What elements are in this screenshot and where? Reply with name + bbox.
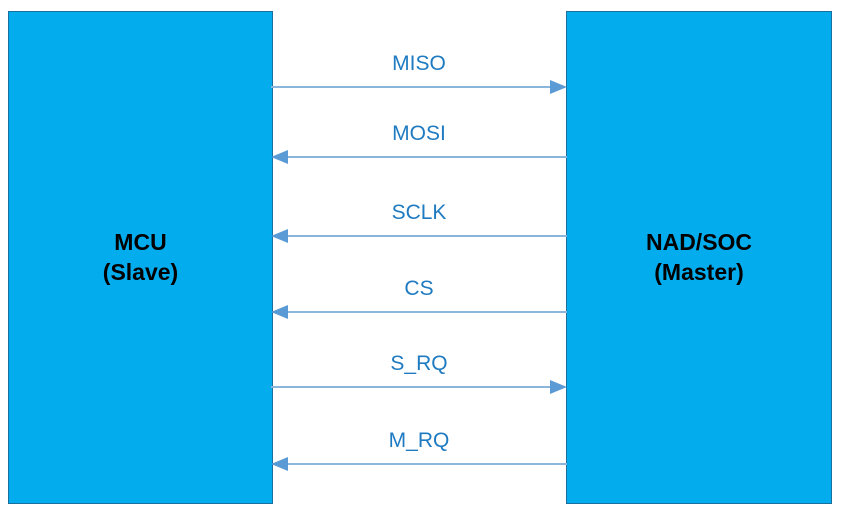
signal-mosi-arrow-left-icon — [271, 150, 567, 164]
signal-miso[interactable]: MISO — [271, 52, 567, 96]
signal-srq-label: S_RQ — [390, 352, 448, 375]
signal-miso-arrow-right-icon — [271, 80, 567, 94]
signal-cs[interactable]: CS — [271, 277, 567, 321]
signal-sclk-label: SCLK — [391, 201, 447, 224]
node-nad-title: NAD/SOC — [645, 229, 753, 256]
node-mcu-role: (Slave) — [102, 258, 179, 285]
signal-mrq-label: M_RQ — [388, 429, 450, 452]
signal-miso-label: MISO — [392, 52, 446, 75]
signal-cs-label: CS — [404, 277, 434, 300]
signal-mrq[interactable]: M_RQ — [271, 429, 567, 473]
signal-cs-arrow-left-icon — [271, 305, 567, 319]
signal-mosi[interactable]: MOSI — [271, 122, 567, 166]
signal-srq-arrow-right-icon — [271, 380, 567, 394]
node-nad-role: (Master) — [654, 258, 744, 285]
signal-srq[interactable]: S_RQ — [271, 352, 567, 396]
node-mcu[interactable]: MCU (Slave) — [8, 11, 273, 504]
signal-sclk[interactable]: SCLK — [271, 201, 567, 245]
signal-sclk-arrow-left-icon — [271, 229, 567, 243]
signal-mrq-arrow-left-icon — [271, 457, 567, 471]
signal-mosi-label: MOSI — [392, 122, 446, 145]
node-mcu-title: MCU — [114, 229, 167, 256]
node-nad[interactable]: NAD/SOC (Master) — [566, 11, 832, 504]
